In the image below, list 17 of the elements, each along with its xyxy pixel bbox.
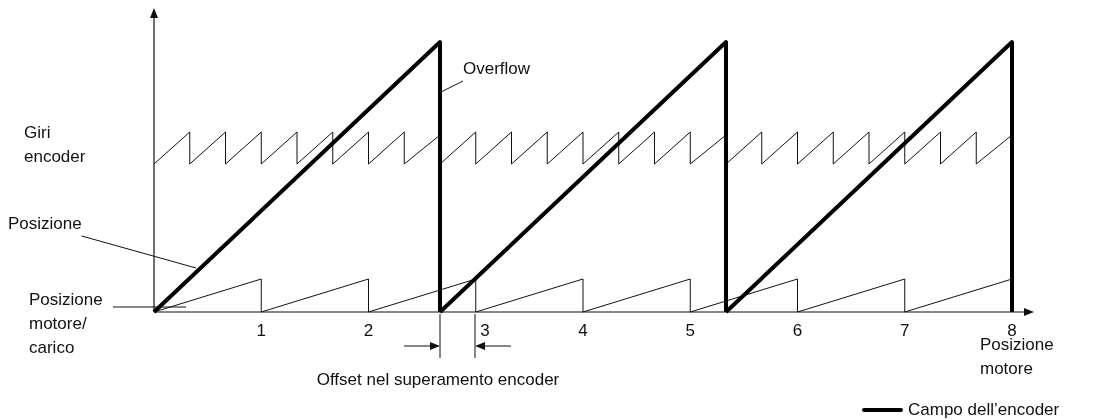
tick-label: 6	[791, 320, 804, 342]
leader-line	[112, 306, 187, 308]
leader-line	[440, 80, 464, 93]
tick-label: 7	[899, 320, 911, 342]
axis-label: Giri encoder	[24, 122, 87, 168]
leader-line	[81, 235, 197, 269]
legend-label: Campo dell’encoder	[908, 399, 1060, 420]
callout-label: Posizione	[8, 212, 82, 236]
tick-label: 1	[255, 320, 267, 342]
callout-label: Overflow	[463, 57, 531, 81]
tick-label: 2	[362, 320, 375, 342]
tick-label: 5	[684, 320, 696, 342]
dimension-label: Offset nel superamento encoder	[315, 369, 561, 391]
tick-label: 3	[479, 320, 491, 342]
axis-label: Posizione motore	[980, 335, 1055, 380]
tick-label: 4	[577, 320, 589, 342]
callout-label: Posizione motore/ carico	[29, 288, 113, 360]
